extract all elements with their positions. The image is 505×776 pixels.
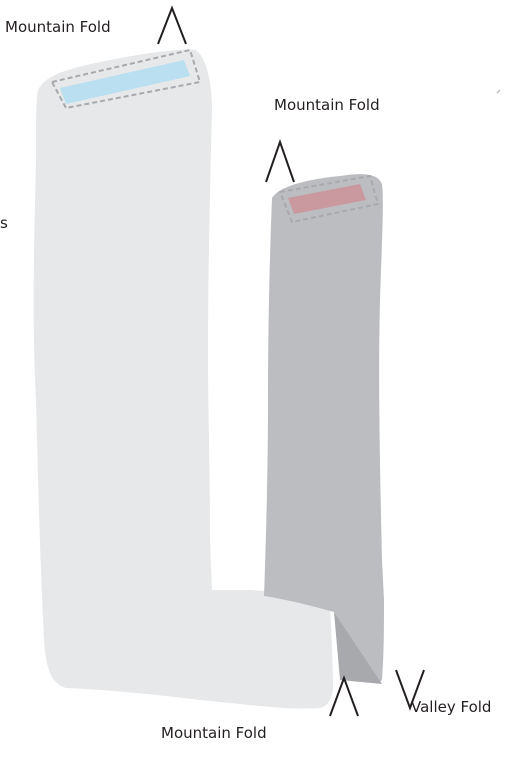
blue-glue-tab <box>60 60 190 104</box>
valley-fold-symbol <box>395 669 425 711</box>
stray-mark <box>496 89 501 94</box>
blue-tab-dashed-outline <box>50 48 202 110</box>
mountain-fold-right-label: Mountain Fold <box>274 96 380 114</box>
mountain-fold-right-symbol <box>265 138 295 183</box>
valley-fold-label: Valley Fold <box>411 698 492 716</box>
red-glue-tab <box>288 184 366 214</box>
mountain-fold-top-symbol <box>157 5 187 45</box>
mountain-fold-bottom-symbol <box>329 675 359 717</box>
edge-text-fragment: s <box>0 214 8 232</box>
mountain-fold-bottom-label: Mountain Fold <box>161 724 267 742</box>
red-tab-dashed-outline <box>278 174 380 224</box>
mountain-fold-top-label: Mountain Fold <box>5 18 111 36</box>
dark-paper-strip <box>264 174 384 684</box>
valley-fold-triangle <box>334 612 382 684</box>
light-paper-strip <box>33 49 333 709</box>
